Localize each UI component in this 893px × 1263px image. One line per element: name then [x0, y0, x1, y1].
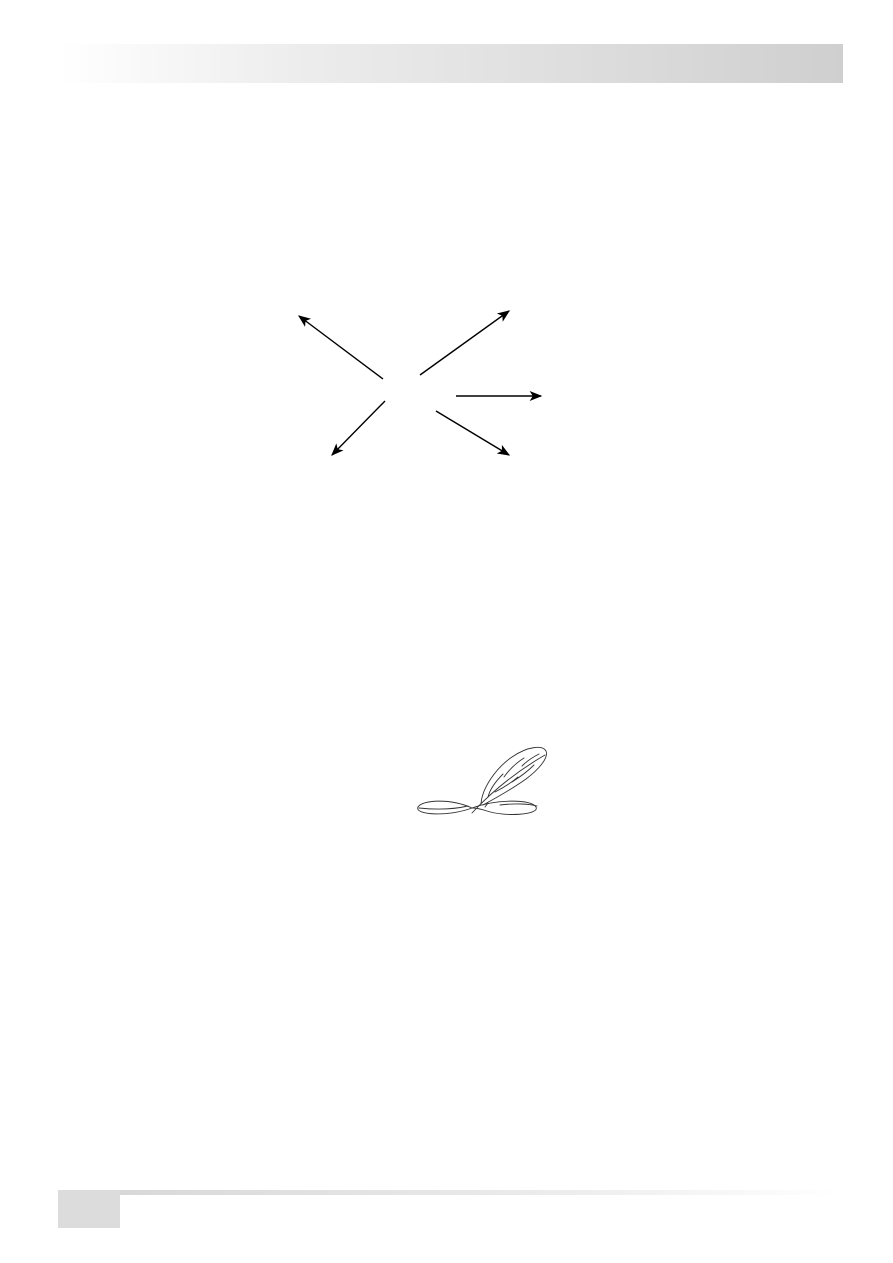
arrow-down-right [435, 410, 511, 456]
arrow-down-left [331, 400, 386, 456]
page-number-box [58, 1190, 120, 1228]
arrow-up-left [297, 315, 384, 380]
header-band [58, 44, 843, 83]
footer-rule [120, 1190, 843, 1195]
arrow-up-right [419, 310, 511, 376]
